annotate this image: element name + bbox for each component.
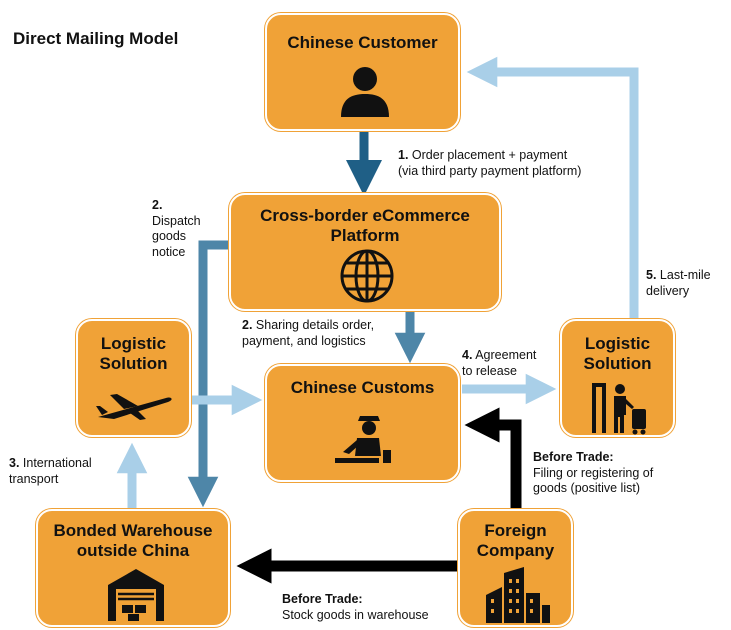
- traveller-luggage-icon: [592, 383, 646, 435]
- label-agreement: 4. Agreement to release: [462, 348, 536, 379]
- arrow-filing: [464, 407, 522, 508]
- node-title-line2: outside China: [76, 541, 190, 560]
- label-order-placement: 1. Order placement + payment (via third …: [398, 148, 581, 179]
- label-line3: notice: [152, 244, 186, 259]
- label-number: 3.: [9, 456, 20, 470]
- node-title-line1: Logistic: [100, 334, 167, 353]
- node-title-line1: Logistic: [584, 334, 651, 353]
- label-number: 2.: [242, 318, 253, 332]
- node-title-line2: Solution: [583, 354, 652, 373]
- node-logistic-solution-right: Logistic Solution: [560, 319, 675, 437]
- label-line1: International: [19, 456, 92, 470]
- node-title: Chinese Customer: [287, 33, 438, 52]
- label-line2: delivery: [646, 283, 690, 298]
- node-title-line2: Company: [476, 541, 555, 560]
- label-sharing-details: 2. Sharing details order, payment, and l…: [242, 318, 374, 349]
- node-title-line2: Solution: [99, 354, 168, 373]
- node-bonded-warehouse: Bonded Warehouse outside China: [36, 509, 230, 627]
- label-before-trade-filing: Before Trade: Filing or registering of g…: [533, 450, 653, 497]
- node-ecommerce-platform: Cross-border eCommerce Platform: [229, 193, 501, 311]
- person-icon: [341, 67, 389, 117]
- diagram-title: Direct Mailing Model: [13, 29, 179, 48]
- arrow-dispatch: [187, 240, 232, 508]
- label-line1: Sharing details order,: [252, 318, 375, 332]
- label-number: 5.: [646, 268, 657, 282]
- label-line1: Stock goods in warehouse: [282, 607, 429, 622]
- warehouse-icon: [108, 569, 164, 621]
- label-line2: goods: [152, 229, 187, 243]
- label-line1: Agreement: [472, 348, 537, 362]
- node-title-line2: Platform: [330, 226, 400, 245]
- customs-officer-icon: [335, 416, 391, 463]
- label-line2: to release: [462, 363, 517, 378]
- airplane-icon: [96, 394, 172, 420]
- node-title-line1: Foreign: [484, 521, 547, 540]
- label-line1: Dispatch: [152, 213, 201, 228]
- label-number: 1.: [398, 148, 409, 162]
- label-line2: goods (positive list): [533, 481, 640, 495]
- label-number: 4.: [462, 348, 473, 362]
- node-foreign-company: Foreign Company: [458, 509, 573, 627]
- node-chinese-customs: Chinese Customs: [265, 364, 460, 482]
- globe-icon: [340, 249, 394, 303]
- buildings-icon: [486, 567, 550, 623]
- label-line1: Order placement + payment: [408, 148, 568, 162]
- label-line1: Filing or registering of: [533, 465, 654, 480]
- label-line2: transport: [9, 471, 59, 486]
- node-title-line1: Cross-border eCommerce: [260, 206, 470, 225]
- node-logistic-solution-left: Logistic Solution: [76, 319, 191, 437]
- label-dispatch-notice: 2. Dispatch goods notice: [152, 198, 201, 260]
- label-head: Before Trade:: [282, 592, 363, 606]
- label-before-trade-stock: Before Trade: Stock goods in warehouse: [282, 592, 429, 623]
- label-number: 2.: [152, 198, 163, 212]
- label-last-mile: 5. Last-mile delivery: [646, 268, 711, 299]
- label-head: Before Trade:: [533, 450, 614, 464]
- node-title-line1: Bonded Warehouse: [53, 521, 213, 540]
- label-international-transport: 3. International transport: [9, 456, 92, 487]
- label-line2: payment, and logistics: [242, 333, 366, 348]
- node-title: Chinese Customs: [290, 378, 435, 397]
- label-line2: (via third party payment platform): [398, 163, 582, 178]
- arrow-lastmile: [466, 56, 639, 318]
- node-chinese-customer: Chinese Customer: [265, 13, 460, 131]
- label-line1: Last-mile: [656, 268, 711, 282]
